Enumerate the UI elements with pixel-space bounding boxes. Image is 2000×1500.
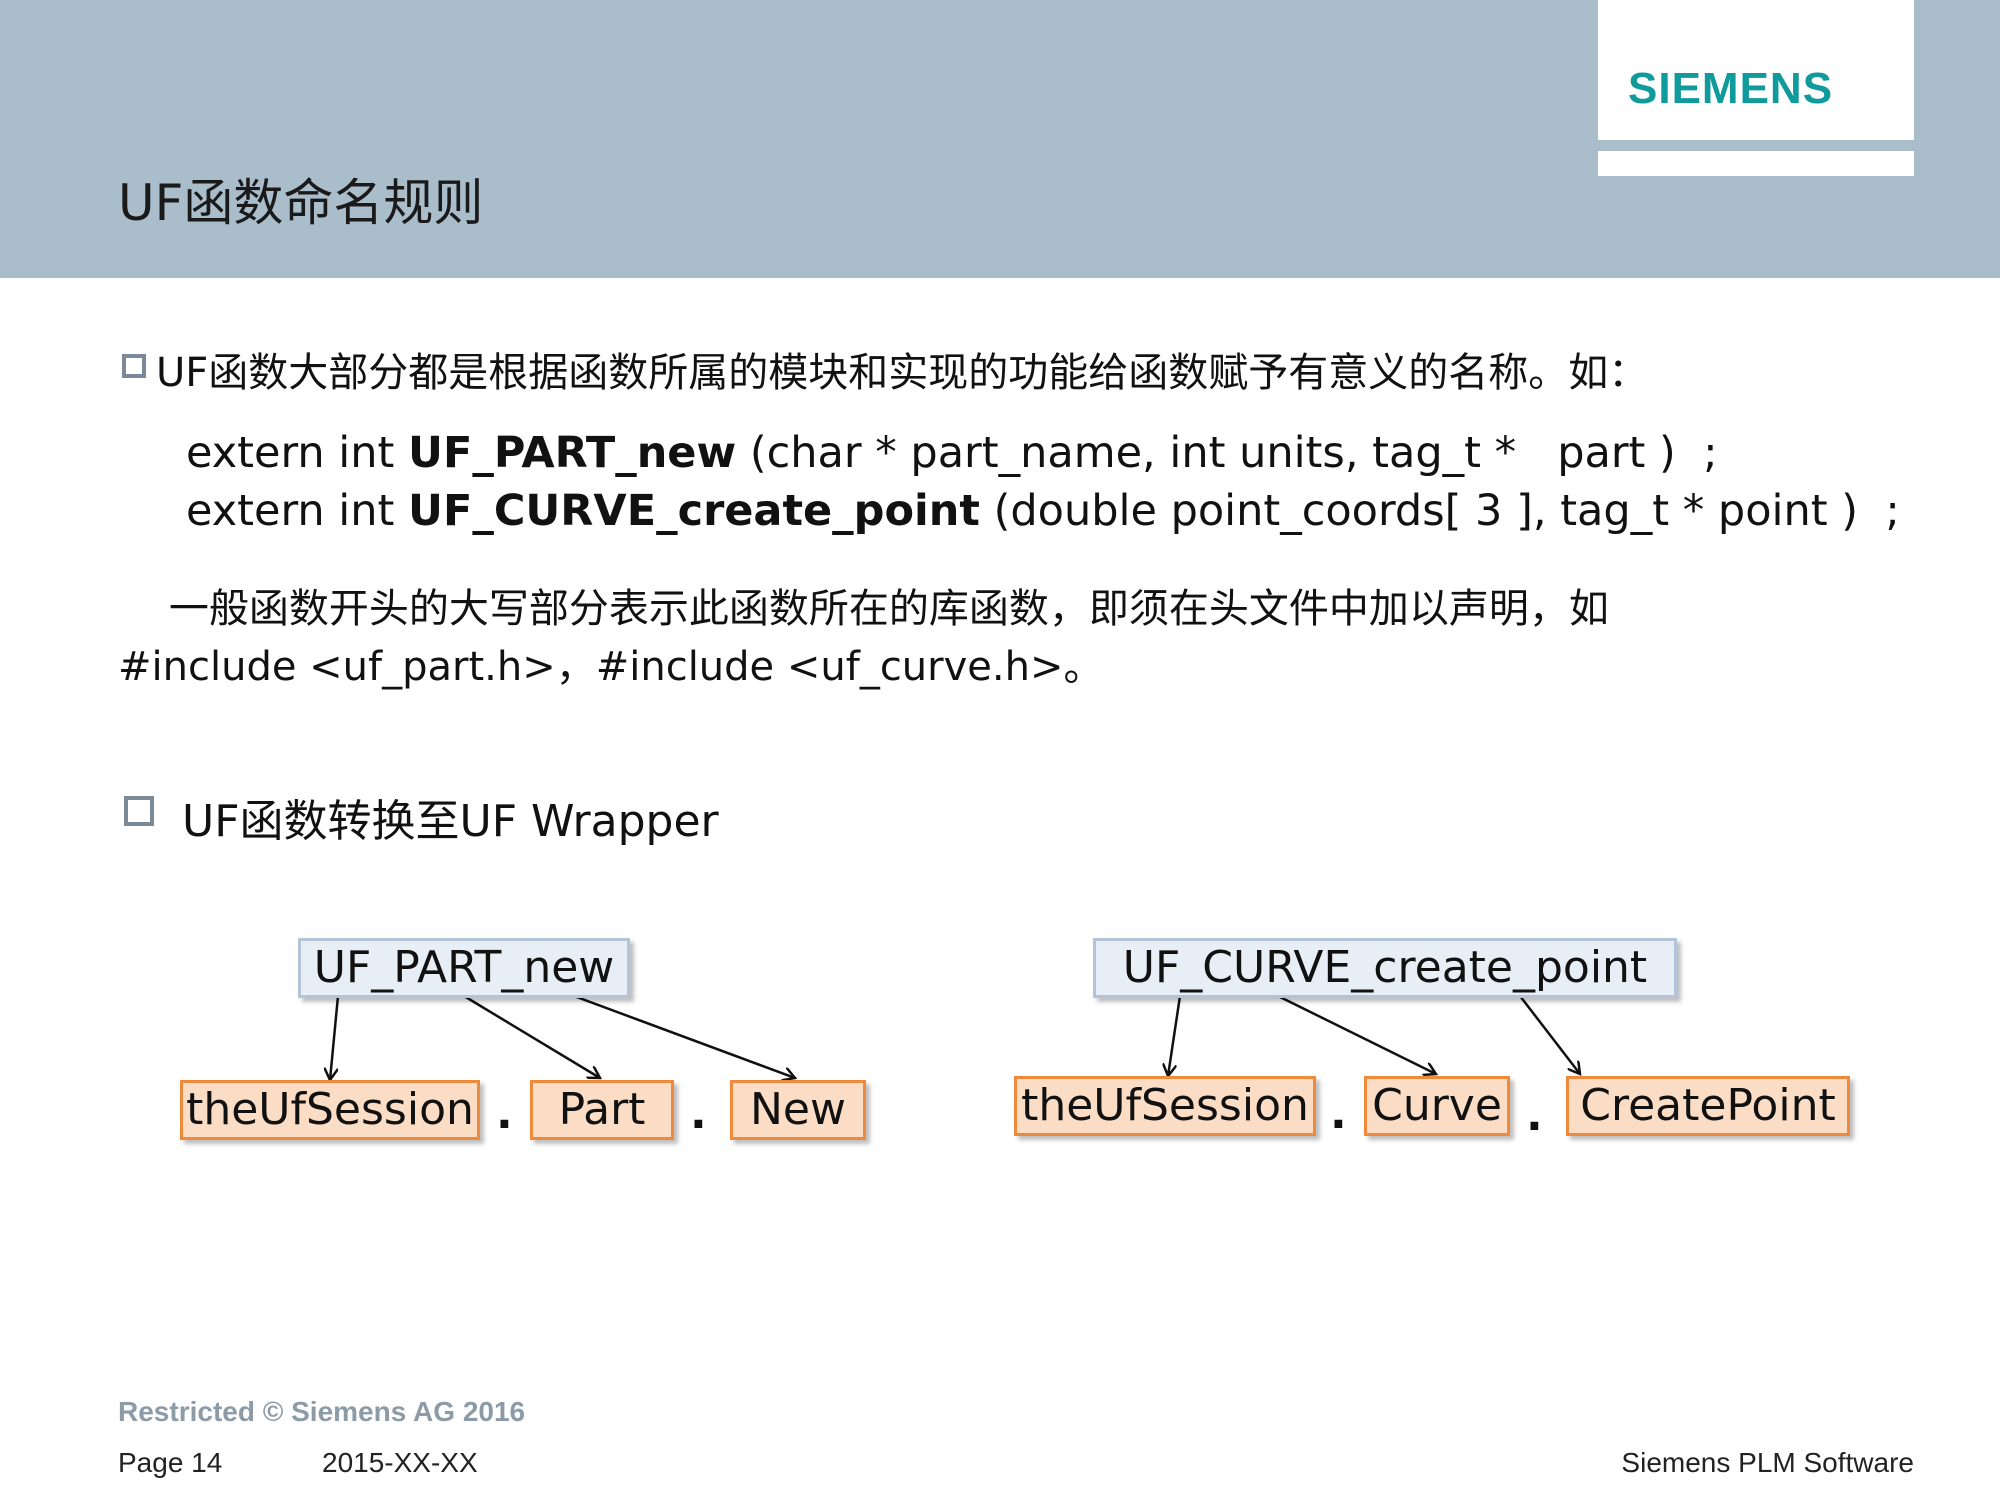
- siemens-logo: SIEMENS: [1628, 64, 1834, 113]
- target-box-session: theUfSession: [180, 1080, 480, 1140]
- logo-strip: [1598, 151, 1914, 176]
- code-line-2: extern int UF_CURVE_create_point (double…: [186, 486, 1900, 536]
- code-prefix: extern int: [186, 428, 409, 478]
- footer-date: 2015-XX-XX: [322, 1447, 478, 1478]
- target-box-method: CreatePoint: [1566, 1076, 1850, 1136]
- source-function-box: UF_CURVE_create_point: [1093, 938, 1677, 998]
- bullet-square-icon: [122, 354, 146, 378]
- target-box-session: theUfSession: [1014, 1076, 1316, 1136]
- separator-dot: .: [1526, 1090, 1543, 1141]
- arrow-right-3: [1519, 995, 1580, 1074]
- arrow-left-3: [573, 994, 795, 1078]
- footer-company: Siemens PLM Software: [1621, 1447, 1914, 1478]
- target-box-class: Part: [530, 1080, 674, 1140]
- section-title: UF函数转换至UF Wrapper: [182, 796, 719, 847]
- arrow-right-2: [1277, 994, 1436, 1074]
- footer-restricted: Restricted © Siemens AG 2016: [118, 1396, 526, 1427]
- arrow-right-1: [1168, 995, 1182, 1076]
- arrow-left-1: [330, 995, 340, 1080]
- bullet-square-icon: [124, 796, 154, 826]
- function-name: UF_PART_new: [408, 428, 737, 478]
- separator-dot: .: [1330, 1088, 1347, 1139]
- code-prefix: extern int: [186, 486, 409, 536]
- function-name: UF_CURVE_create_point: [408, 486, 980, 536]
- code-line-1: extern int UF_PART_new (char * part_name…: [186, 428, 1718, 478]
- intro-text: UF函数大部分都是根据函数所属的模块和实现的功能给函数赋予有意义的名称。如：: [156, 350, 1649, 396]
- slide-title: UF函数命名规则: [118, 174, 484, 232]
- separator-dot: .: [690, 1088, 707, 1139]
- arrow-left-2: [463, 994, 600, 1078]
- source-function-box: UF_PART_new: [298, 938, 630, 998]
- logo-box: [1598, 0, 1914, 140]
- target-box-method: New: [730, 1080, 866, 1140]
- code-args: (char * part_name, int units, tag_t * pa…: [736, 428, 1718, 478]
- code-args: (double point_coords[ 3 ], tag_t * point…: [979, 486, 1900, 536]
- paragraph-line-2: #include <uf_part.h>，#include <uf_curve.…: [118, 644, 1104, 690]
- paragraph-line-1: 一般函数开头的大写部分表示此函数所在的库函数，即须在头文件中加以声明，如: [118, 586, 1609, 632]
- target-box-class: Curve: [1364, 1076, 1510, 1136]
- page-number: Page 14: [118, 1447, 223, 1478]
- separator-dot: .: [496, 1088, 513, 1139]
